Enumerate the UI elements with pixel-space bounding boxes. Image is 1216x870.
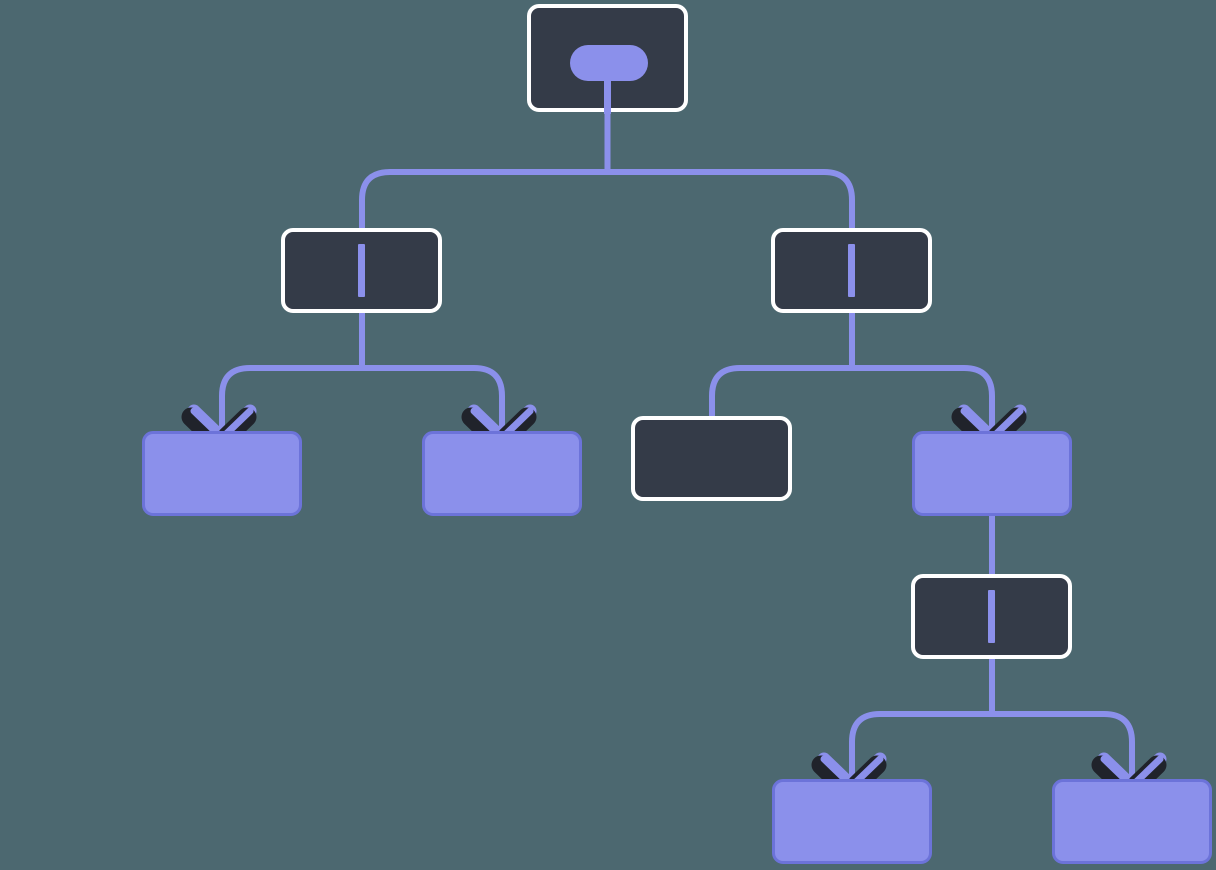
branch-lower-line-glyph: [988, 590, 995, 643]
branch-node-left[interactable]: [281, 228, 442, 313]
edge-branch-to-leaf-4: [849, 711, 992, 785]
leaf-node-4[interactable]: [772, 779, 932, 864]
branch-node-right[interactable]: [771, 228, 932, 313]
edge-root-to-right: [607, 169, 855, 228]
leaf-node-3[interactable]: [912, 431, 1072, 516]
edge-right-to-empty: [709, 365, 852, 416]
leaf-node-5[interactable]: [1052, 779, 1212, 864]
root-node[interactable]: [527, 4, 688, 114]
branch-left-line-glyph: [358, 244, 365, 297]
edge-right-to-leaf-3: [852, 365, 995, 437]
edge-branch-to-leaf-5: [992, 711, 1135, 785]
empty-dark-node[interactable]: [631, 416, 792, 501]
leaf-node-2[interactable]: [422, 431, 582, 516]
edge-root-to-left: [359, 169, 608, 228]
branch-node-lower[interactable]: [911, 574, 1072, 659]
edge-left-to-leaf-2: [362, 365, 505, 437]
leaf-node-1[interactable]: [142, 431, 302, 516]
root-pill-stem-glyph: [604, 74, 611, 114]
edge-left-to-leaf-1: [219, 365, 362, 437]
branch-right-line-glyph: [848, 244, 855, 297]
